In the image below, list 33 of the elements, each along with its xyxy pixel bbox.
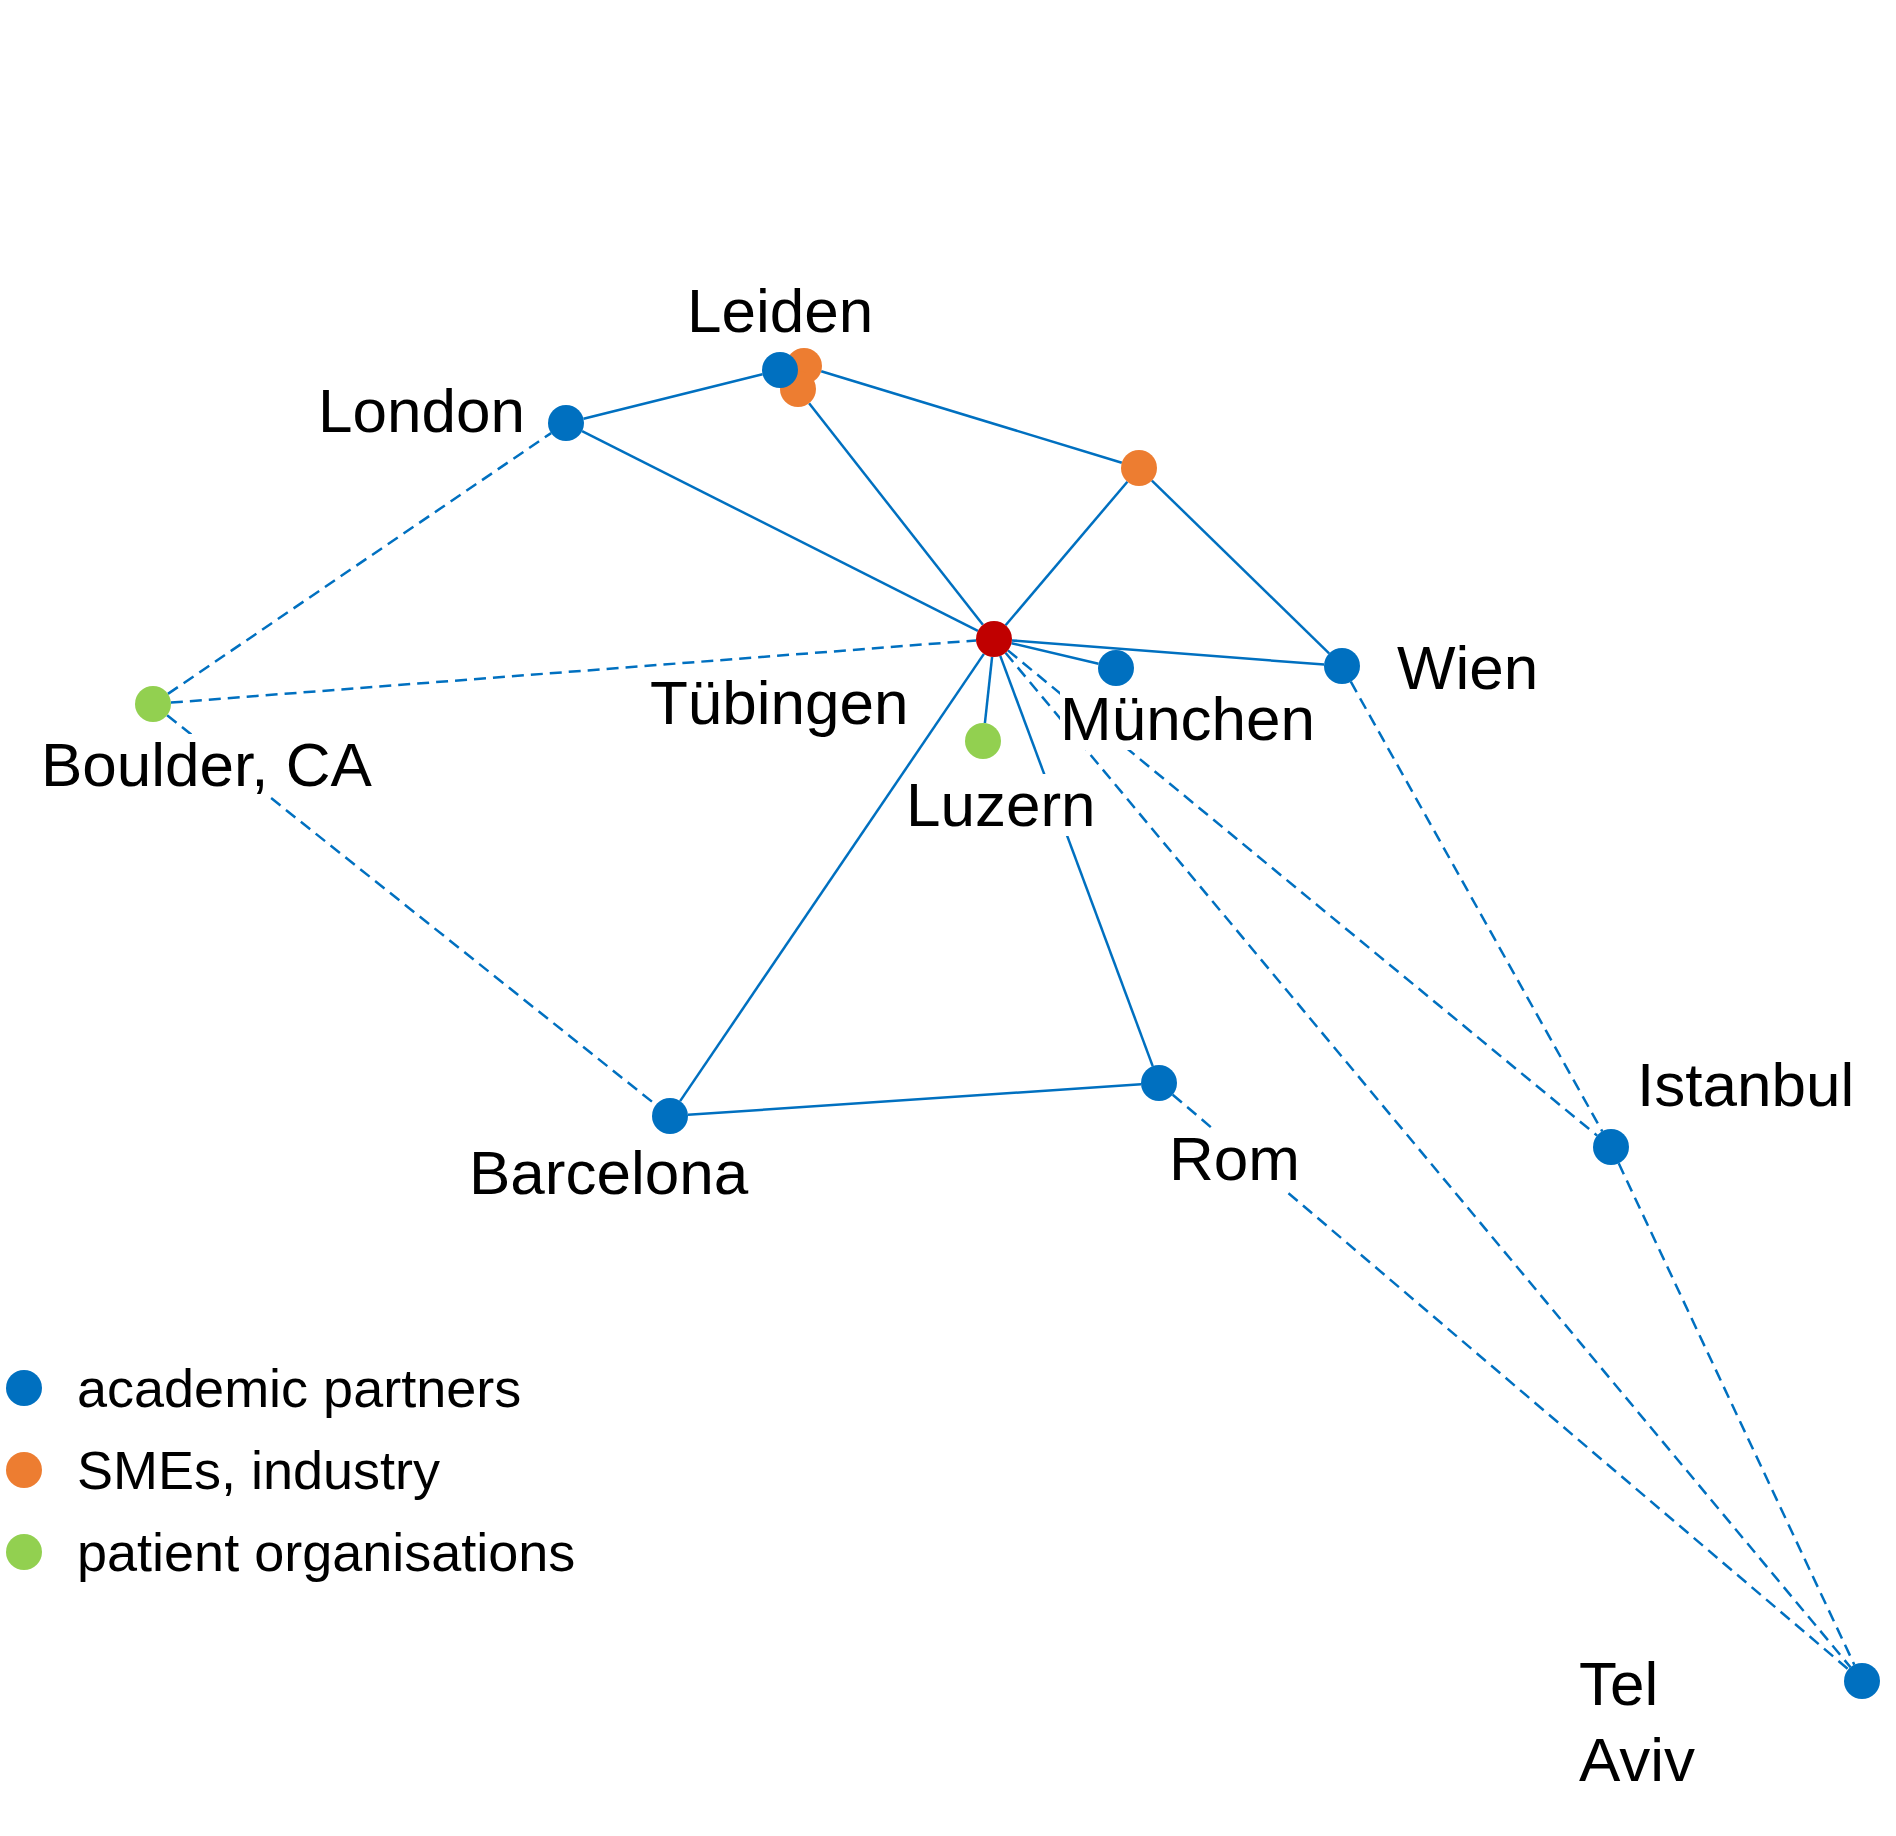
location-dot bbox=[652, 1098, 688, 1134]
dashed-connector-line bbox=[1171, 1093, 1850, 1671]
connector-line bbox=[1004, 480, 1129, 627]
dashed-connector-line bbox=[170, 639, 977, 704]
connector-line bbox=[983, 656, 994, 724]
location-dot bbox=[548, 405, 584, 441]
connector-line bbox=[687, 1082, 1142, 1117]
location-dot bbox=[976, 621, 1012, 657]
connector-line bbox=[583, 373, 763, 420]
connector-line bbox=[1011, 642, 1099, 665]
connector-line bbox=[1151, 479, 1330, 655]
location-dot bbox=[1844, 1663, 1880, 1699]
location-dot bbox=[1141, 1065, 1177, 1101]
legend-text: SMEs, industry bbox=[77, 1439, 441, 1502]
dashed-connector-line bbox=[1007, 649, 1598, 1137]
location-dot bbox=[1324, 648, 1360, 684]
connector-line bbox=[820, 370, 1123, 464]
connector-line bbox=[581, 430, 979, 632]
connector-line bbox=[1011, 639, 1325, 666]
location-dot bbox=[1593, 1129, 1629, 1165]
dashed-connector-line bbox=[167, 432, 552, 695]
legend-text: academic partners bbox=[77, 1357, 522, 1420]
dashed-connector-line bbox=[1004, 652, 1852, 1668]
location-dot bbox=[762, 352, 798, 388]
legend-text: patient organisations bbox=[77, 1521, 576, 1584]
location-dot bbox=[135, 686, 171, 722]
dashed-connector-line bbox=[1349, 681, 1604, 1132]
connector-line bbox=[679, 653, 985, 1102]
location-dot bbox=[965, 723, 1001, 759]
location-dot bbox=[1098, 650, 1134, 686]
location-dot bbox=[1121, 450, 1157, 486]
connector-line bbox=[808, 402, 984, 626]
dashed-connector-line bbox=[1617, 1162, 1856, 1666]
